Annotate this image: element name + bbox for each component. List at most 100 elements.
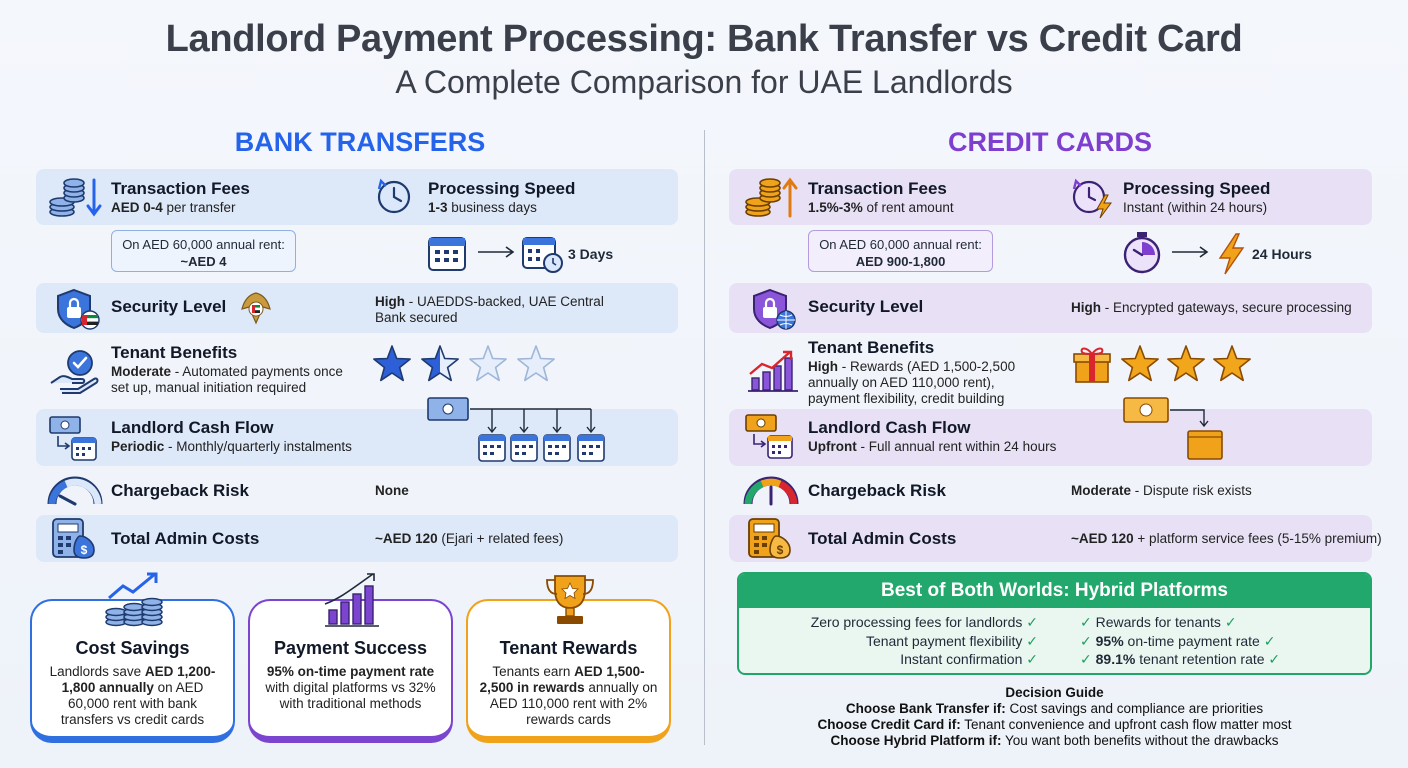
gauge-low-icon xyxy=(47,476,103,506)
cc-callout-line2: AED 900-1,800 xyxy=(855,254,946,269)
credit-cards-heading: CREDIT CARDS xyxy=(947,127,1152,157)
bank-admin-value: ~AED 120 (Ejari + related fees) xyxy=(375,531,564,546)
bank-fees-value: AED 0-4 per transfer xyxy=(111,200,236,215)
cc-speed-value: Instant (within 24 hours) xyxy=(1123,200,1268,215)
bar-chart-growth-icon xyxy=(324,573,379,627)
bank-admin-label: Total Admin Costs xyxy=(111,529,260,548)
coins-up-arrow-icon xyxy=(745,177,798,218)
cash-to-calendar-icon xyxy=(49,416,97,461)
cc-tenant-value: High - Rewards (AED 1,500-2,500 annually… xyxy=(808,359,1016,406)
column-divider xyxy=(704,130,705,745)
cc-cashflow-label: Landlord Cash Flow xyxy=(808,418,971,437)
cc-security-value: High - Encrypted gateways, secure proces… xyxy=(1071,300,1352,315)
cc-admin-value: ~AED 120 + platform service fees (5-15% … xyxy=(1071,531,1382,546)
bank-security-label: Security Level xyxy=(111,297,227,316)
bank-fees-speed-band xyxy=(36,169,678,225)
calendar-clock-icon xyxy=(522,237,563,273)
growth-chart-icon xyxy=(748,350,798,392)
cash-to-calendar-icon xyxy=(745,414,793,459)
cc-fees-speed-band xyxy=(729,169,1372,225)
clock-lightning-icon xyxy=(1072,178,1112,219)
card-title: Tenant Rewards xyxy=(499,638,638,658)
bank-chargeback-label: Chargeback Risk xyxy=(111,481,249,500)
uae-emblem-icon xyxy=(241,292,271,325)
cc-fees-callout: On AED 60,000 annual rent: AED 900-1,800 xyxy=(808,230,993,272)
bank-chargeback-value: None xyxy=(375,483,409,498)
calendar-icon xyxy=(428,237,466,271)
page-title: Landlord Payment Processing: Bank Transf… xyxy=(165,18,1243,60)
bank-cashflow-band xyxy=(36,409,678,466)
cost-savings-card: Cost Savings Landlords save AED 1,200-1,… xyxy=(30,599,235,743)
rating-star-icon xyxy=(1121,345,1159,382)
gauge-moderate-icon xyxy=(743,476,799,506)
bank-speed-label: Processing Speed xyxy=(428,179,576,198)
bank-security-value: High - UAEDDS-backed, UAE Central Bank s… xyxy=(375,294,604,325)
cc-callout-line1: On AED 60,000 annual rent: xyxy=(819,237,982,252)
hybrid-right-item: ✓ 89.1% tenant retention rate ✓ xyxy=(1080,651,1281,667)
card-text: 95% on-time payment rate with digital pl… xyxy=(265,664,436,711)
calculator-money-icon: $ xyxy=(748,518,791,559)
svg-text:$: $ xyxy=(777,543,784,557)
bank-admin-band xyxy=(36,515,678,562)
bank-speed-value: 1-3 business days xyxy=(428,200,537,215)
coins-down-arrow-icon xyxy=(49,178,102,217)
bank-callout-line1: On AED 60,000 annual rent: xyxy=(122,237,285,252)
bank-tenant-value: Moderate - Automated payments once set u… xyxy=(111,364,343,395)
stopwatch-icon xyxy=(1123,232,1161,274)
cc-speed-label: Processing Speed xyxy=(1123,179,1271,198)
cash-to-monthly-calendars-illustration xyxy=(427,397,605,462)
hybrid-right-item: ✓ Rewards for tenants ✓ xyxy=(1080,614,1237,630)
bank-speed-illustration-label: 3 Days xyxy=(568,246,614,262)
card-title: Cost Savings xyxy=(75,638,190,658)
hybrid-title: Best of Both Worlds: Hybrid Platforms xyxy=(739,574,1370,608)
decision-guide-line: Choose Bank Transfer if: Cost savings an… xyxy=(845,701,1264,716)
bank-tenant-label: Tenant Benefits xyxy=(111,343,238,362)
bank-transfers-heading: BANK TRANSFERS xyxy=(234,127,486,157)
bank-security-band xyxy=(36,283,678,333)
cc-cashflow-value: Upfront - Full annual rent within 24 hou… xyxy=(808,439,1057,454)
cc-admin-band xyxy=(729,515,1372,562)
card-title: Payment Success xyxy=(273,638,428,658)
bank-cashflow-label: Landlord Cash Flow xyxy=(111,418,274,437)
rating-star-icon xyxy=(469,345,507,382)
cc-security-label: Security Level xyxy=(808,297,924,316)
card-text: Tenants earn AED 1,500-2,500 in rewards … xyxy=(479,664,658,727)
rating-star-icon xyxy=(1213,345,1251,382)
bank-callout-line2: ~AED 4 xyxy=(180,254,227,269)
card-text: Landlords save AED 1,200-1,800 annually … xyxy=(49,664,216,727)
decision-guide-title: Decision Guide xyxy=(1005,685,1104,700)
tenant-rewards-card: Tenant Rewards Tenants earn AED 1,500-2,… xyxy=(466,599,671,743)
bank-tenant-rating-stars xyxy=(373,345,555,382)
svg-text:$: $ xyxy=(81,543,88,557)
cc-admin-label: Total Admin Costs xyxy=(808,529,957,548)
bank-fees-callout: On AED 60,000 annual rent: ~AED 4 xyxy=(111,230,296,272)
cc-tenant-label: Tenant Benefits xyxy=(808,338,935,357)
clock-arrow-icon xyxy=(377,178,411,214)
hybrid-left-item: Instant confirmation ✓ xyxy=(900,651,1038,667)
cash-to-box-illustration xyxy=(1123,397,1223,460)
cc-security-band xyxy=(729,283,1372,333)
arrow-right-icon xyxy=(1172,246,1209,258)
lightning-bolt-icon xyxy=(1218,233,1245,275)
calculator-money-icon: $ xyxy=(52,518,95,559)
rating-star-icon xyxy=(1167,345,1205,382)
rating-star-icon xyxy=(421,345,459,382)
hybrid-left-item: Tenant payment flexibility ✓ xyxy=(865,633,1038,649)
coins-growth-icon xyxy=(105,572,163,627)
payment-success-card: Payment Success 95% on-time payment rate… xyxy=(248,599,453,743)
arrow-right-icon xyxy=(478,246,515,258)
page-subtitle: A Complete Comparison for UAE Landlords xyxy=(395,64,1013,100)
gift-box-icon xyxy=(1073,347,1111,383)
cc-fees-value: 1.5%-3% of rent amount xyxy=(808,200,954,215)
cc-speed-illustration-label: 24 Hours xyxy=(1252,246,1312,262)
decision-guide-line: Choose Credit Card if: Tenant convenienc… xyxy=(817,717,1292,732)
hybrid-right-item: ✓ 95% on-time payment rate ✓ xyxy=(1080,633,1276,649)
cc-fees-label: Transaction Fees xyxy=(808,179,947,198)
shield-lock-globe-icon xyxy=(753,288,796,330)
hybrid-left-item: Zero processing fees for landlords ✓ xyxy=(810,614,1038,630)
decision-guide-line: Choose Hybrid Platform if: You want both… xyxy=(830,733,1279,748)
hand-checkmark-icon xyxy=(50,350,99,394)
cc-chargeback-value: Moderate - Dispute risk exists xyxy=(1071,483,1252,498)
bank-cashflow-value: Periodic - Monthly/quarterly instalments xyxy=(111,439,352,454)
hybrid-platforms-panel: Best of Both Worlds: Hybrid Platforms xyxy=(737,572,1372,675)
